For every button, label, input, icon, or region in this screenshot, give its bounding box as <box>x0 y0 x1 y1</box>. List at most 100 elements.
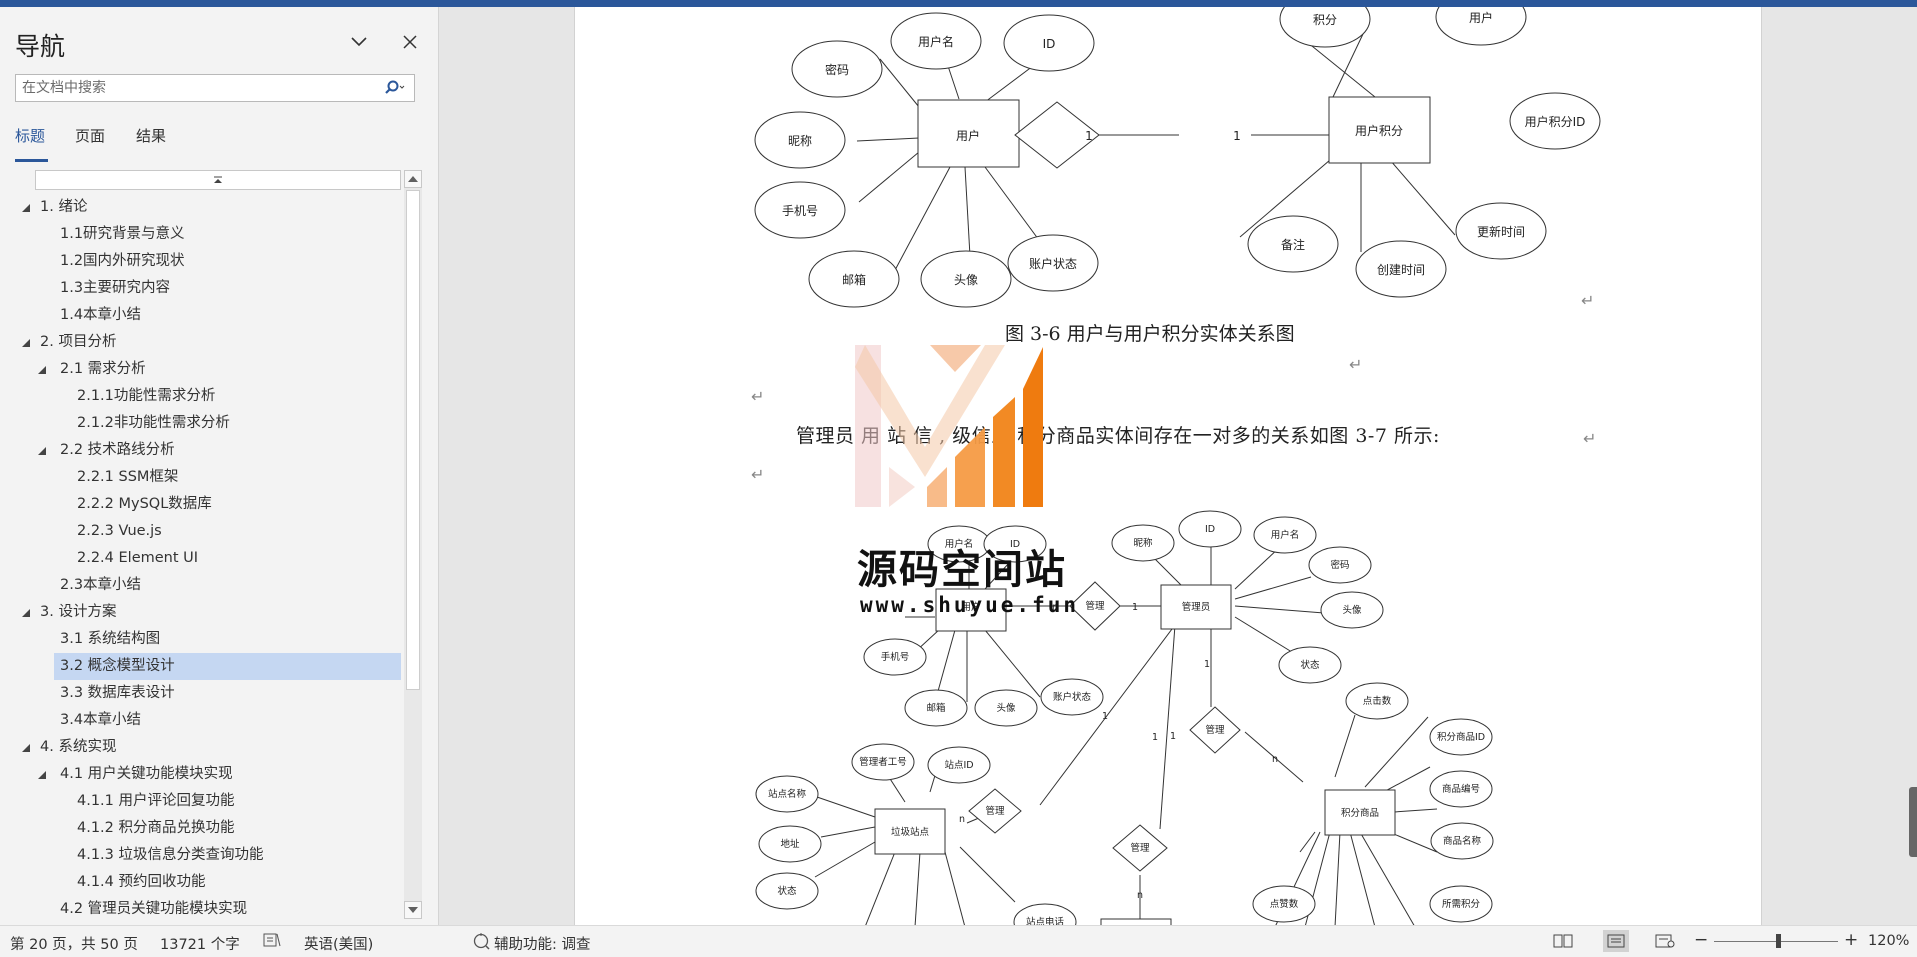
entity-label: 用户积分 <box>1355 123 1403 138</box>
document-area[interactable]: 用户 用户积分 1 1 用户名 ID 密码 昵称 手机号 邮箱 头像 账户状态 … <box>439 7 1917 925</box>
print-layout-icon <box>1607 934 1625 948</box>
search-box[interactable] <box>15 74 415 102</box>
tree-item[interactable]: 4.1 用户关键功能模块实现 <box>15 761 401 788</box>
arrow-up-icon <box>408 176 418 182</box>
tree-item-label: 1. 绪论 <box>40 199 88 215</box>
tree-scroll-top-button[interactable] <box>35 170 401 190</box>
attr-label: 创建时间 <box>1377 263 1425 277</box>
collapse-triangle-icon[interactable] <box>20 202 32 214</box>
attr-label: 头像 <box>996 702 1016 714</box>
tree-item-label: 3.4本章小结 <box>60 712 142 728</box>
zoom-slider-thumb[interactable] <box>1776 934 1781 948</box>
document-page[interactable]: 用户 用户积分 1 1 用户名 ID 密码 昵称 手机号 邮箱 头像 账户状态 … <box>574 7 1762 925</box>
collapse-triangle-icon[interactable] <box>36 769 48 781</box>
attr-label: 用户积分ID <box>1525 114 1586 129</box>
tree-item[interactable]: 3.1 系统结构图 <box>15 626 401 653</box>
scrollbar-thumb[interactable] <box>406 190 420 690</box>
tree-item[interactable]: 2.1 需求分析 <box>15 356 401 383</box>
tree-item-label: 1.3主要研究内容 <box>60 280 171 296</box>
relation-label: 管理 <box>985 805 1005 817</box>
read-mode-button[interactable] <box>1550 930 1576 952</box>
collapse-triangle-icon[interactable] <box>36 445 48 457</box>
language[interactable]: 英语(美国) <box>304 937 374 953</box>
print-layout-button[interactable] <box>1603 930 1629 952</box>
entity-label: 用户 <box>961 601 980 613</box>
nav-title: 导航 <box>15 32 66 61</box>
scroll-up-button[interactable] <box>404 170 422 188</box>
tree-item[interactable]: 2.2.3 Vue.js <box>15 518 401 545</box>
tree-item[interactable]: 3. 设计方案 <box>15 599 401 626</box>
tree-item-label: 2.1.2非功能性需求分析 <box>77 415 230 431</box>
paragraph-mark: ↵ <box>751 387 765 406</box>
collapse-triangle-icon[interactable] <box>20 337 32 349</box>
nav-close-button[interactable] <box>397 29 423 55</box>
search-input[interactable] <box>22 78 372 98</box>
tree-item[interactable]: 2.2.2 MySQL数据库 <box>15 491 401 518</box>
tree-item[interactable]: 2.1.2非功能性需求分析 <box>15 410 401 437</box>
er-diagram-admin: 用户 管理员 积分商品 垃圾站点 管理 管理 管理 管理 n 1 1 1 n 1… <box>755 510 1494 925</box>
web-layout-button[interactable] <box>1652 930 1678 952</box>
tree-item[interactable]: 4.2 管理员关键功能模块实现 <box>15 896 401 919</box>
paragraph-mark: ↵ <box>1583 429 1597 448</box>
cardinality-label: 1 <box>1085 129 1093 143</box>
paragraph-mark: ↵ <box>1581 291 1595 310</box>
tree-item[interactable]: 1.4本章小结 <box>15 302 401 329</box>
tree-item[interactable]: 3.3 数据库表设计 <box>15 680 401 707</box>
er-diagram-user-points: 用户 用户积分 1 1 用户名 ID 密码 昵称 手机号 邮箱 头像 账户状态 … <box>754 7 1601 308</box>
tree-item[interactable]: 2.1.1功能性需求分析 <box>15 383 401 410</box>
collapse-triangle-icon[interactable] <box>20 742 32 754</box>
tree-item[interactable]: 1.2国内外研究现状 <box>15 248 401 275</box>
nav-scrollbar[interactable] <box>404 170 422 919</box>
tree-item[interactable]: 4.1.4 预约回收功能 <box>15 869 401 896</box>
tree-item-label: 2.2.3 Vue.js <box>77 523 162 539</box>
cardinality-label: n <box>1272 754 1278 765</box>
tree-item[interactable]: 2.2.4 Element UI <box>15 545 401 572</box>
web-layout-icon <box>1655 934 1675 948</box>
tree-item[interactable]: 2.2 技术路线分析 <box>15 437 401 464</box>
tree-item[interactable]: 4. 系统实现 <box>15 734 401 761</box>
tree-item[interactable]: 4.1.2 积分商品兑换功能 <box>15 815 401 842</box>
title-bar-strip <box>0 0 1917 7</box>
attr-label: 点击数 <box>1363 695 1392 707</box>
accessibility-icon[interactable] <box>472 932 490 954</box>
zoom-out-button[interactable]: − <box>1694 930 1709 950</box>
tree-item[interactable]: 2. 项目分析 <box>15 329 401 356</box>
tree-item[interactable]: 4.1.1 用户评论回复功能 <box>15 788 401 815</box>
tab-pages[interactable]: 页面 <box>75 127 106 145</box>
attr-label: 用户名 <box>918 34 954 49</box>
nav-options-button[interactable] <box>346 29 372 55</box>
collapse-triangle-icon[interactable] <box>20 607 32 619</box>
cardinality-label: 1 <box>1102 711 1108 722</box>
zoom-in-button[interactable]: + <box>1844 930 1859 950</box>
zoom-level[interactable]: 120% <box>1868 933 1910 949</box>
tree-item[interactable]: 3.2 概念模型设计 <box>54 653 401 680</box>
accessibility-status[interactable]: 辅助功能: 调查 <box>494 937 591 953</box>
cardinality-label: 1 <box>1152 732 1158 743</box>
attr-label: 商品编号 <box>1442 783 1480 795</box>
attr-label: 点赞数 <box>1270 898 1299 910</box>
tree-item[interactable]: 1.3主要研究内容 <box>15 275 401 302</box>
attr-label: 用户 <box>1469 10 1493 25</box>
tree-item[interactable]: 3.4本章小结 <box>15 707 401 734</box>
attr-label: 密码 <box>825 62 849 77</box>
watermark-title: 源码空间站 <box>857 547 1067 593</box>
tab-results[interactable]: 结果 <box>136 127 167 145</box>
search-button[interactable] <box>384 80 405 98</box>
word-count[interactable]: 13721 个字 <box>160 937 240 953</box>
tree-item[interactable]: 1.1研究背景与意义 <box>15 221 401 248</box>
tree-item[interactable]: 4.1.3 垃圾信息分类查询功能 <box>15 842 401 869</box>
attr-label: ID <box>1043 37 1056 51</box>
cardinality-label: n <box>1052 602 1058 613</box>
tree-item[interactable]: 1. 绪论 <box>15 194 401 221</box>
attr-label: 积分 <box>1313 13 1337 27</box>
scroll-down-button[interactable] <box>404 901 422 919</box>
tab-headings[interactable]: 标题 <box>15 127 46 145</box>
cardinality-label: n <box>1137 890 1143 901</box>
proofing-icon[interactable] <box>263 932 281 952</box>
tree-item[interactable]: 2.2.1 SSM框架 <box>15 464 401 491</box>
tree-item[interactable]: 2.3本章小结 <box>15 572 401 599</box>
collapse-triangle-icon[interactable] <box>36 364 48 376</box>
page-count[interactable]: 第 20 页，共 50 页 <box>10 937 138 953</box>
